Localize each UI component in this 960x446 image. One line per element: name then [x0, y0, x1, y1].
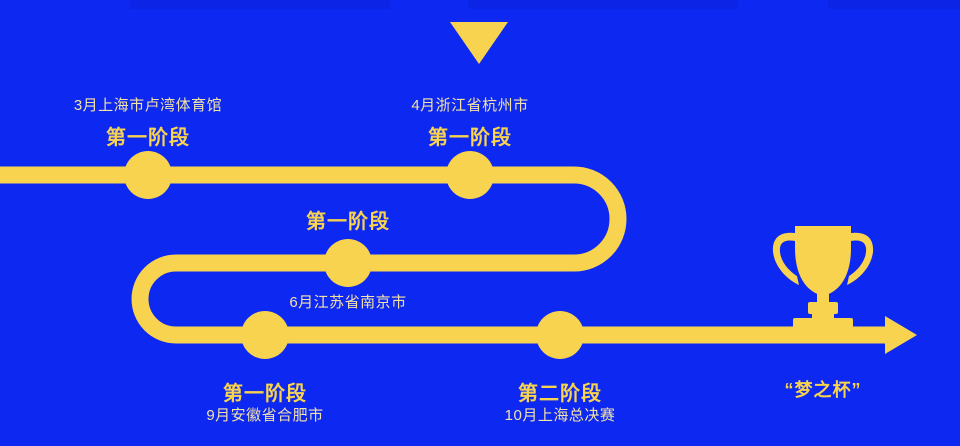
node-3-place: 6月江苏省南京市 [289, 294, 407, 311]
trophy-icon [772, 226, 874, 331]
node-dot-2[interactable] [446, 151, 494, 199]
node-dot-5[interactable] [536, 311, 584, 359]
node-dot-4[interactable] [241, 311, 289, 359]
arrow-right-icon [885, 316, 917, 354]
node-2-place: 4月浙江省杭州市 [411, 97, 529, 114]
node-1-stage: 第一阶段 [106, 127, 190, 149]
trophy-caption: “梦之杯” [784, 380, 862, 400]
node-5-place: 10月上海总决赛 [504, 407, 616, 424]
node-5-stage: 第二阶段 [518, 383, 602, 405]
node-dot-3[interactable] [324, 239, 372, 287]
road-line [0, 166, 887, 344]
node-4-place: 9月安徽省合肥市 [206, 407, 324, 424]
node-dot-1[interactable] [124, 151, 172, 199]
down-triangle-marker [450, 22, 508, 64]
top-band-1 [130, 0, 390, 9]
node-4-stage: 第一阶段 [223, 383, 307, 405]
top-band-3 [828, 0, 960, 9]
top-band-2 [468, 0, 738, 9]
node-2-stage: 第一阶段 [428, 127, 512, 149]
node-1-place: 3月上海市卢湾体育馆 [73, 97, 223, 114]
node-3-stage: 第一阶段 [306, 211, 390, 233]
